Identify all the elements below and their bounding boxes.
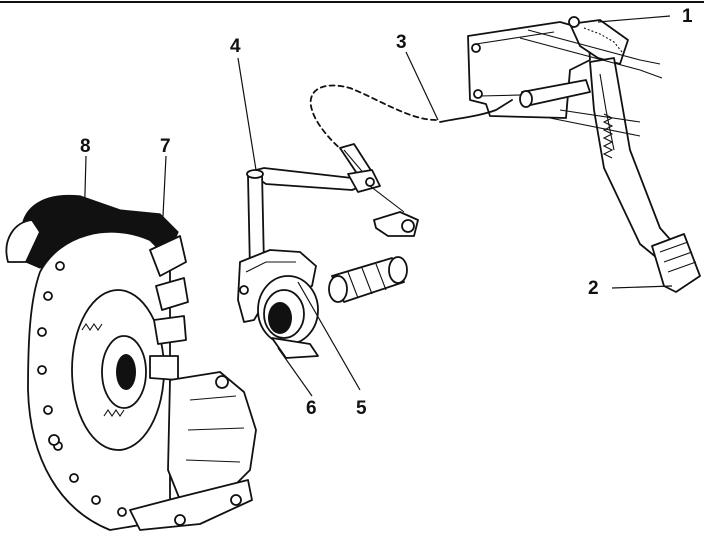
return-spring	[602, 113, 614, 159]
leader-6	[277, 347, 313, 397]
release-lever	[247, 167, 363, 191]
release-bearing	[257, 275, 319, 359]
clutch-assembly	[5, 194, 257, 531]
callout-2: 2	[588, 278, 599, 299]
disc-holes	[37, 261, 127, 517]
callout-7: 7	[160, 136, 171, 157]
damper-spring-1	[81, 323, 103, 331]
fork-clip	[369, 185, 419, 237]
callout-3: 3	[396, 32, 407, 53]
leader-lines	[83, 15, 673, 397]
guide-sleeve	[328, 256, 408, 303]
callouts: 1 2 3 4 5 6 7 8	[80, 6, 693, 419]
leader-5	[297, 281, 361, 391]
clutch-cable	[309, 84, 513, 179]
pedal-pad	[651, 233, 701, 293]
callout-6: 6	[306, 398, 317, 419]
callout-5: 5	[356, 398, 367, 419]
leader-4	[237, 57, 257, 171]
leader-3	[405, 51, 439, 121]
leader-2	[611, 285, 673, 289]
callout-4: 4	[230, 36, 241, 57]
leader-7	[161, 155, 167, 237]
callout-8: 8	[80, 136, 91, 157]
leader-8	[83, 155, 87, 231]
leader-1	[597, 15, 671, 23]
callout-1: 1	[682, 6, 693, 27]
pedal-assembly	[467, 16, 701, 293]
damper-spring-2	[103, 409, 125, 417]
